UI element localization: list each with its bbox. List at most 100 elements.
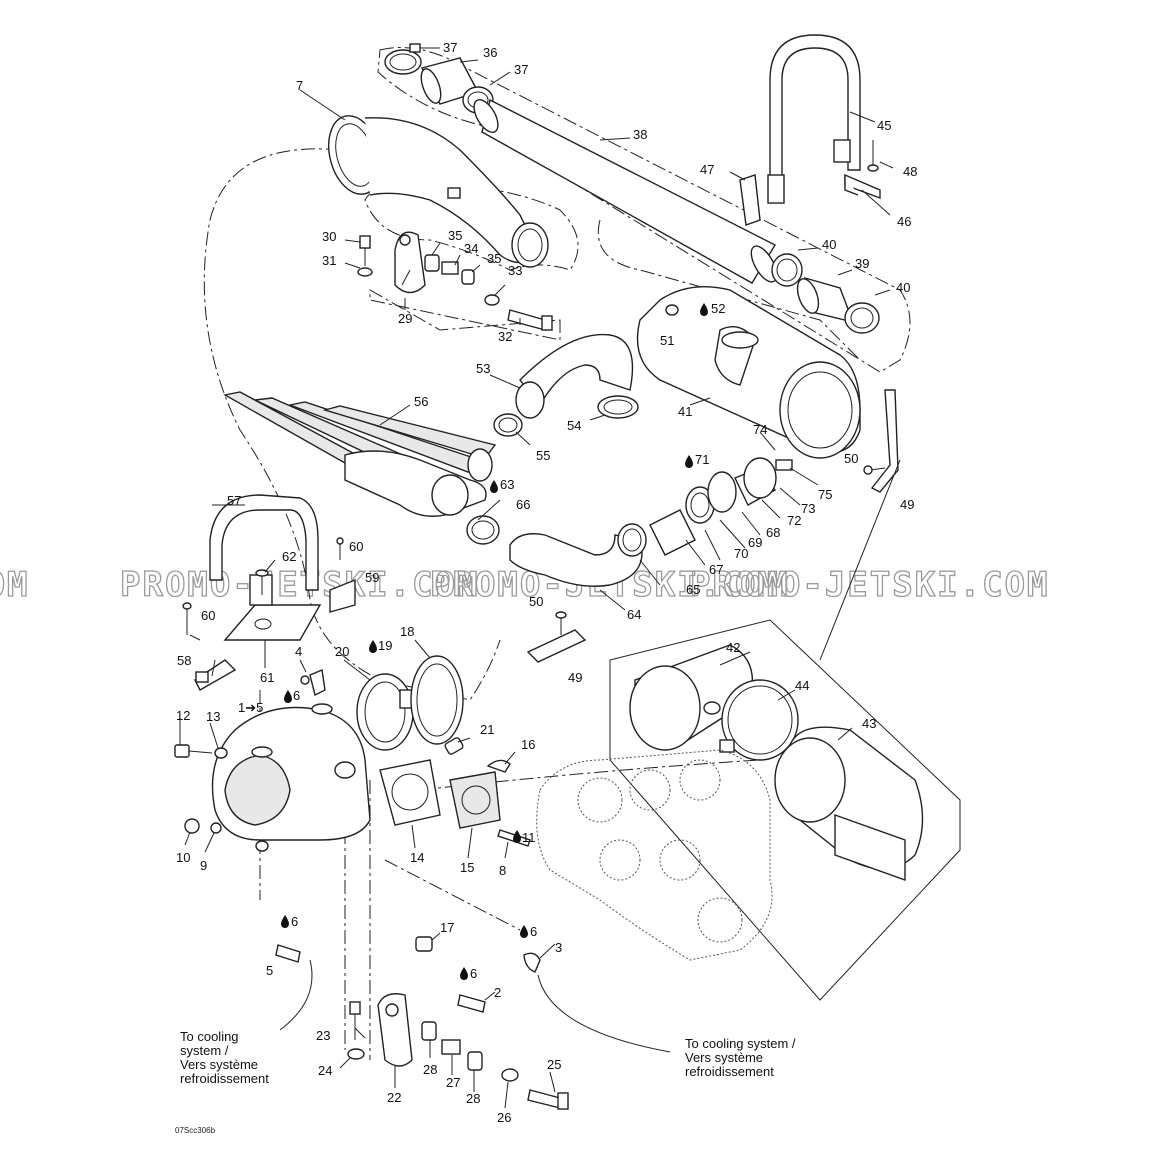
label-53: 53	[476, 361, 490, 376]
watermark: PROMO-JETSKI.COM	[120, 565, 480, 605]
label-65: 65	[686, 582, 700, 597]
bracket-46	[844, 173, 881, 200]
screw-60-right	[336, 537, 344, 560]
label-13: 13	[206, 709, 220, 724]
cooling-line-right	[537, 974, 671, 1053]
label-35a: 35	[448, 228, 462, 243]
strap-45	[767, 34, 861, 204]
muffler-41	[636, 285, 861, 459]
label-66: 66	[516, 497, 530, 512]
label-36: 36	[483, 45, 497, 60]
label-6b: 6	[291, 914, 298, 929]
label-37b: 37	[514, 62, 528, 77]
screw-30	[357, 235, 373, 277]
drop-icon	[460, 967, 468, 980]
label-45: 45	[877, 118, 891, 133]
watermark-far-right: PROMO-JETSKI.COM	[690, 565, 1050, 605]
bolt-25	[527, 1089, 569, 1110]
label-35b: 35	[487, 251, 501, 266]
label-6a: 6	[293, 688, 300, 703]
label-71: 71	[695, 452, 709, 467]
assembly-outline-manifold	[203, 148, 501, 701]
clip-16	[486, 759, 511, 773]
label-72: 72	[787, 513, 801, 528]
label-12: 12	[176, 708, 190, 723]
label-70: 70	[734, 546, 748, 561]
label-28b: 28	[466, 1091, 480, 1106]
label-7: 7	[296, 78, 303, 93]
sleeve-28-27	[421, 1021, 519, 1082]
elbow-4	[300, 669, 326, 697]
hose-53	[515, 333, 634, 419]
drop-icon	[490, 480, 498, 493]
label-75: 75	[818, 487, 832, 502]
label-6d: 6	[470, 966, 477, 981]
label-17: 17	[440, 920, 454, 935]
label-28a: 28	[423, 1062, 437, 1077]
label-14: 14	[410, 850, 424, 865]
drop-icon	[700, 303, 708, 316]
bracket-49-center	[526, 629, 587, 663]
label-67: 67	[709, 562, 723, 577]
support-61	[223, 574, 322, 641]
leader-lines	[179, 47, 894, 1109]
label-58: 58	[177, 653, 191, 668]
label-22: 22	[387, 1090, 401, 1105]
label-41: 41	[678, 404, 692, 419]
water-jacket-56	[223, 391, 497, 517]
label-38: 38	[633, 127, 647, 142]
elbow-3	[523, 952, 541, 973]
label-59: 59	[365, 570, 379, 585]
label-23: 23	[316, 1028, 330, 1043]
bracket-59	[329, 578, 356, 613]
label-6c: 6	[530, 924, 537, 939]
manifold-7	[328, 115, 549, 268]
label-2: 2	[494, 985, 501, 1000]
label-48: 48	[903, 164, 917, 179]
label-9: 9	[200, 858, 207, 873]
label-54: 54	[567, 418, 581, 433]
drop-icon	[520, 925, 528, 938]
label-3: 3	[555, 940, 562, 955]
clamp-40-right	[844, 302, 880, 334]
inset-catalyst	[609, 619, 961, 1001]
label-8: 8	[499, 863, 506, 878]
exhaust-pipe-38	[473, 98, 778, 284]
label-5: 5	[266, 963, 273, 978]
label-10: 10	[176, 850, 190, 865]
screw-50-center	[555, 611, 567, 635]
gasket-15	[449, 771, 501, 829]
sleeve-39	[796, 277, 855, 323]
label-18: 18	[400, 624, 414, 639]
sleeve-35-34	[424, 254, 500, 306]
arrow-up-right	[819, 459, 901, 661]
clamp-54	[597, 395, 639, 419]
screw-12	[174, 744, 213, 758]
label-50b: 50	[529, 594, 543, 609]
label-4: 4	[295, 644, 302, 659]
drop-icons	[281, 303, 708, 980]
label-31: 31	[322, 253, 336, 268]
label-20: 20	[335, 644, 349, 659]
gasket-14	[379, 759, 441, 826]
clamp-37-top	[384, 43, 422, 75]
note-cooling-left: To cooling system / Vers système refroid…	[180, 1029, 269, 1086]
fitting-2	[457, 994, 486, 1013]
label-1-5: 1➔5	[238, 700, 263, 715]
clamp-40-left	[771, 253, 803, 287]
nipple-17	[415, 936, 433, 952]
label-60b: 60	[349, 539, 363, 554]
part-labels: 37 36 37 7 38 45 48 47 46 40 39 40 30 31…	[176, 40, 917, 1125]
assembly-outline-bracket	[369, 289, 561, 341]
label-27: 27	[446, 1075, 460, 1090]
label-44: 44	[795, 678, 809, 693]
label-42: 42	[726, 640, 740, 655]
label-61: 61	[260, 670, 274, 685]
assembly-outline-exhaust-pipe	[377, 47, 911, 373]
label-50a: 50	[844, 451, 858, 466]
label-60a: 60	[201, 608, 215, 623]
label-16: 16	[521, 737, 535, 752]
watermark-left: PROMO-JETSKI.COM	[0, 565, 30, 605]
label-51: 51	[660, 333, 674, 348]
